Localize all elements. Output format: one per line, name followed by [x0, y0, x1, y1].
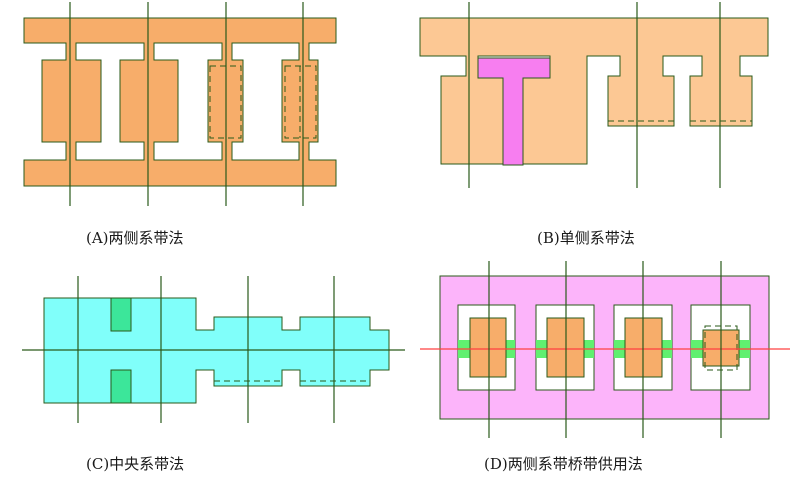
- panel-d-frame: [439, 275, 770, 420]
- panel-d-two-side-tie-bridge: [420, 261, 790, 438]
- panel-a-frame: [23, 17, 337, 187]
- panel-b-frame: [419, 17, 769, 165]
- caption-d: (D)两侧系带桥带供用法: [484, 455, 643, 473]
- panel-d-guides: [420, 261, 790, 438]
- panel-a-two-side-tie: [23, 2, 337, 206]
- caption-a: (A)两侧系带法: [86, 229, 184, 247]
- die-pad: [469, 317, 507, 378]
- tie-bar-pad: [110, 297, 132, 332]
- panel-c-central-tie: [22, 276, 405, 423]
- caption-c: (C)中央系带法: [86, 455, 185, 473]
- panel-b-single-side-tie: [419, 2, 769, 188]
- caption-b: (B)单侧系带法: [537, 229, 635, 247]
- panel-c-guides: [22, 276, 405, 423]
- tie-bar-pad: [110, 369, 132, 404]
- panel-b-guides: [468, 2, 721, 188]
- panel-a-guides: [69, 2, 304, 206]
- t-shaped-die-pad: [477, 57, 551, 166]
